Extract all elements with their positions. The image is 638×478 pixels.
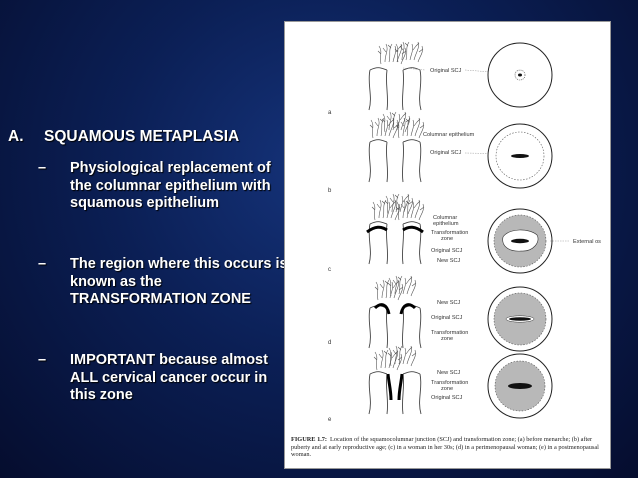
figure-caption: FIGURE 1.7:Location of the squamocolumna… [291,436,607,459]
panel-letter-b: b [328,188,332,194]
label-columnar-2: epithelium [433,221,459,227]
diagram-row-c: Columnar epithelium Transformation zone … [328,193,601,274]
figure-panel: Original SCJ a Columnar epithelium Origi… [284,21,611,469]
heading-text: SQUAMOUS METAPLASIA [44,128,240,145]
label-original-scj: Original SCJ [430,68,462,74]
label-original-scj: Original SCJ [430,150,462,156]
bullet-text: IMPORTANT because almost ALL cervical ca… [70,352,268,403]
panel-letter-d: d [328,340,331,346]
panel-letter-e: e [328,417,332,423]
label-tz-1: Transformation [431,230,468,236]
cervix-diagram: Original SCJ a Columnar epithelium Origi… [328,41,601,423]
label-original-scj: Original SCJ [431,248,463,254]
diagram-row-a: Original SCJ a [328,41,553,116]
bullet-dash: – [38,160,47,176]
label-new-scj: New SCJ [437,370,461,376]
label-external-os: External os [573,239,601,245]
bullet-text: Physiological replacement of the columna… [70,160,271,211]
panel-letter-c: c [328,267,331,273]
heading-letter: A. [8,128,24,145]
label-tz-2: zone [441,336,453,342]
bullet-dash: – [38,352,47,368]
diagram-row-d: New SCJ Original SCJ Transformation zone… [328,275,553,352]
label-tz-1: Transformation [431,380,468,386]
label-original-scj: Original SCJ [431,395,463,401]
label-columnar-epithelium: Columnar epithelium [423,132,475,138]
label-original-scj: Original SCJ [431,315,463,321]
label-new-scj: New SCJ [437,300,461,306]
label-columnar-1: Columnar [433,215,457,221]
label-tz-1: Transformation [431,330,468,336]
bullet-text: The region where this occurs is known as… [70,256,288,307]
label-tz-2: zone [441,386,453,392]
label-tz-2: zone [441,236,453,242]
caption-label: FIGURE 1.7: [291,436,328,443]
bullet-dash: – [38,256,47,272]
slide-text-area: A. SQUAMOUS METAPLASIA – Physiological re… [0,0,288,478]
slide-heading: A. SQUAMOUS METAPLASIA [8,128,239,146]
label-new-scj: New SCJ [437,258,461,264]
diagram-row-e: New SCJ Transformation zone Original SCJ… [328,345,553,423]
caption-text: Location of the squamocolumnar junction … [291,436,599,459]
diagram-row-b: Columnar epithelium Original SCJ b [328,111,553,194]
panel-letter-a: a [328,110,332,116]
